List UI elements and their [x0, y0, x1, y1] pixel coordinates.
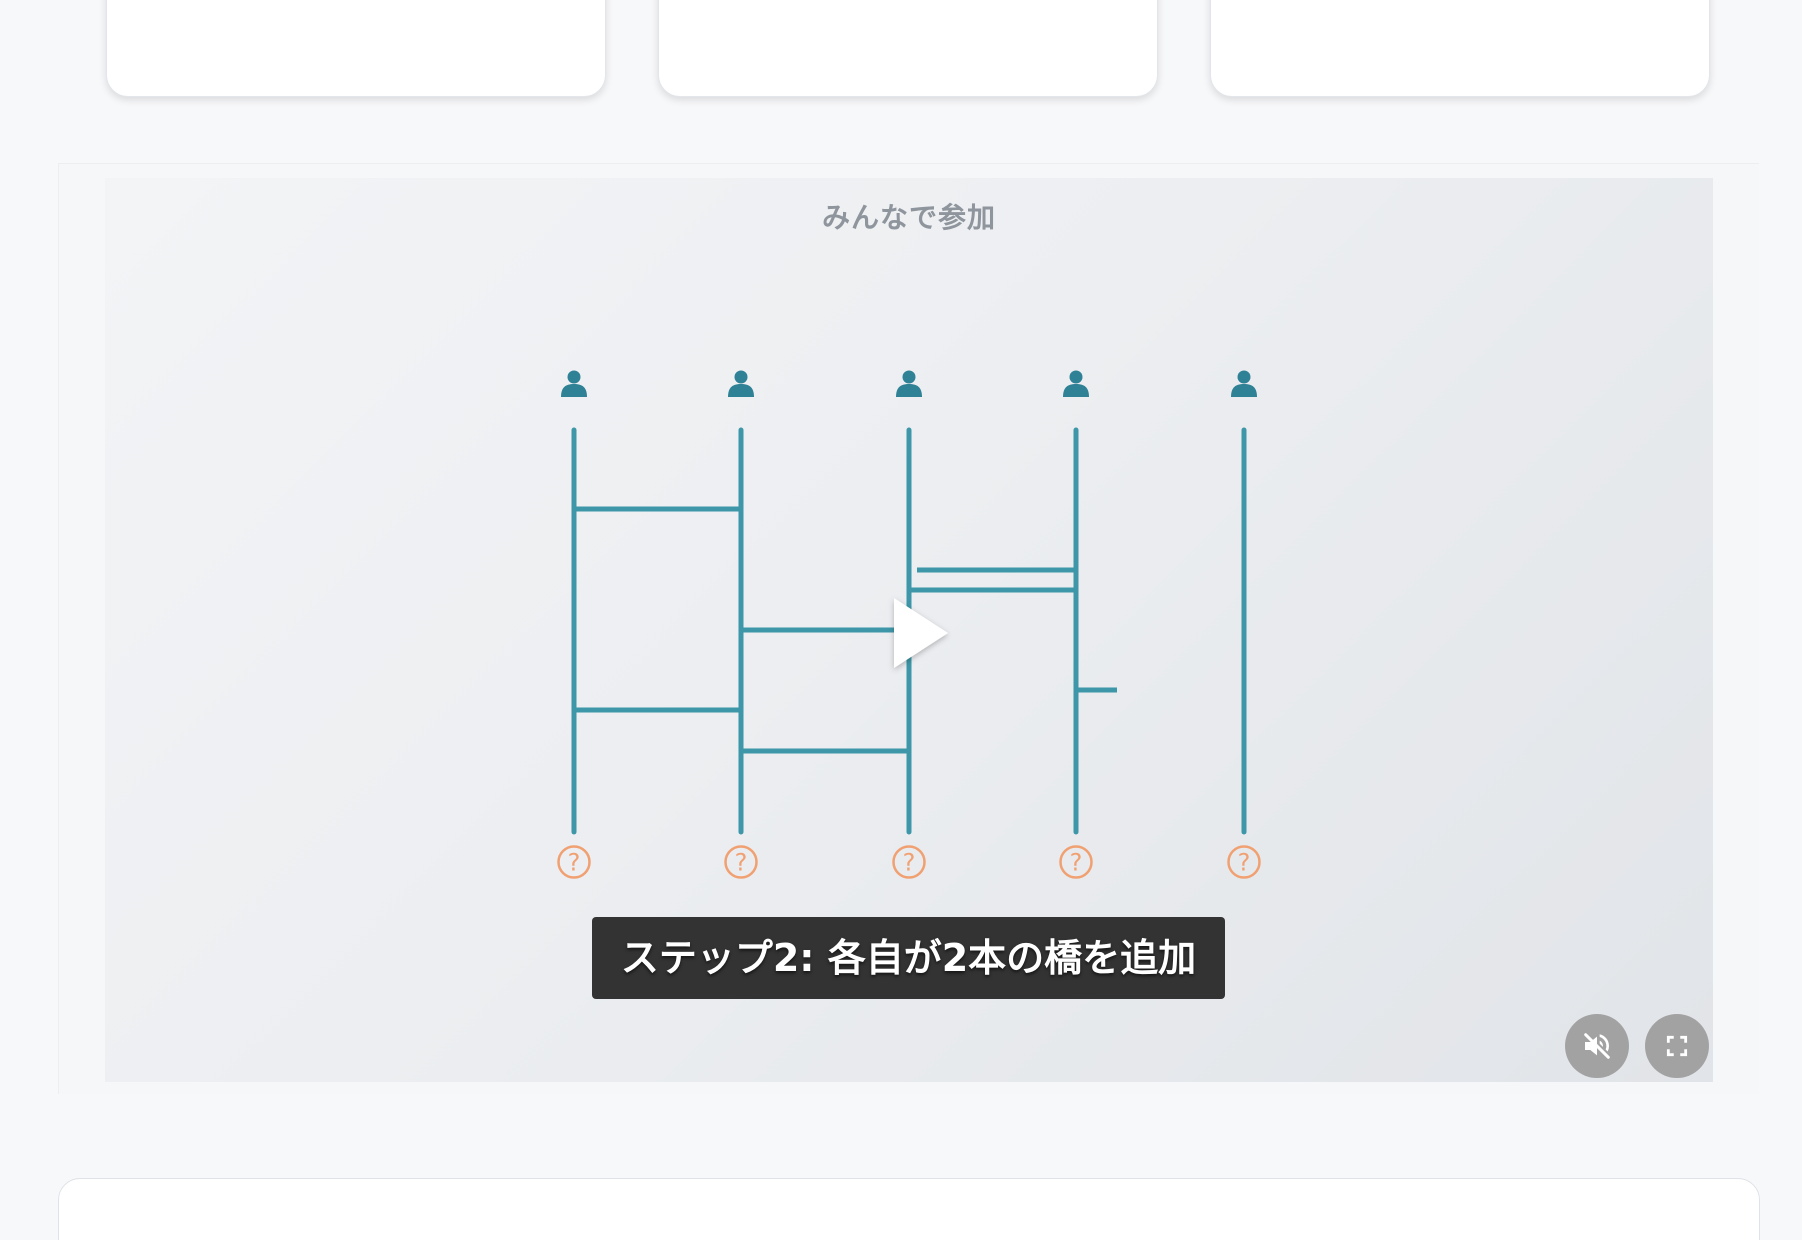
person-icon: [1063, 370, 1089, 397]
fullscreen-button[interactable]: [1645, 1014, 1709, 1078]
top-card-1: [106, 0, 606, 97]
top-card-2: [658, 0, 1158, 97]
bottom-card: [58, 1178, 1760, 1240]
question-circle-icon: ?: [724, 845, 758, 879]
video-player[interactable]: みんなで参加: [105, 178, 1713, 1082]
question-circle-icon: ?: [557, 845, 591, 879]
person-icon: [896, 370, 922, 397]
svg-text:?: ?: [568, 849, 581, 877]
top-card-3: [1210, 0, 1710, 97]
video-caption: ステップ2: 各自が2本の橋を追加: [592, 917, 1225, 999]
svg-text:?: ?: [903, 849, 916, 877]
svg-text:?: ?: [1070, 849, 1083, 877]
person-icon: [1231, 370, 1257, 397]
question-icons: ? ? ? ? ?: [557, 845, 1261, 879]
volume-muted-icon: [1584, 1033, 1610, 1059]
svg-text:?: ?: [1238, 849, 1251, 877]
svg-text:?: ?: [735, 849, 748, 877]
mute-button[interactable]: [1565, 1014, 1629, 1078]
question-circle-icon: ?: [892, 845, 926, 879]
bridges: [574, 506, 1117, 754]
play-icon[interactable]: [885, 588, 965, 678]
question-circle-icon: ?: [1227, 845, 1261, 879]
person-icon: [561, 370, 587, 397]
person-icons: [561, 370, 1257, 397]
fullscreen-icon: [1666, 1035, 1688, 1057]
amidakuji-diagram: ? ? ? ? ?: [557, 370, 1261, 879]
question-circle-icon: ?: [1059, 845, 1093, 879]
person-icon: [728, 370, 754, 397]
video-title: みんなで参加: [821, 201, 996, 234]
